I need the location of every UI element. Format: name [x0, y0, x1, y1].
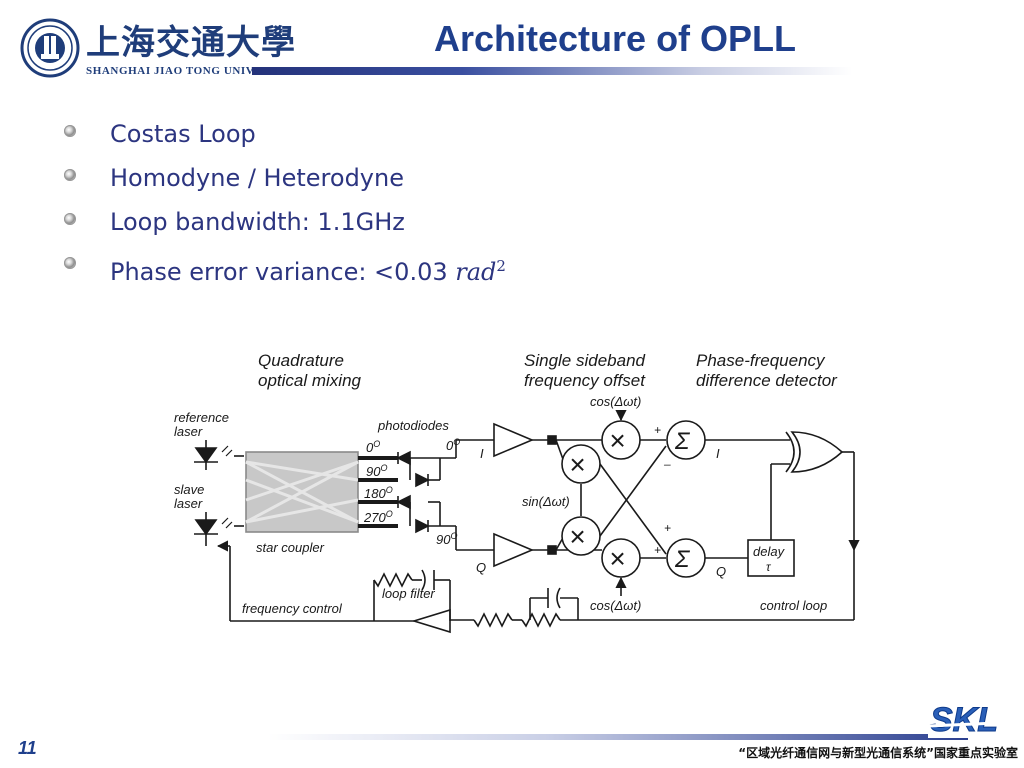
reference-laser-diode-icon [194, 440, 244, 470]
plus-sign: + [654, 543, 661, 557]
bullet-icon [64, 213, 76, 225]
university-logo: 上海交通大學 SHANGHAI JIAO TONG UNIVERSITY [20, 18, 298, 80]
bullet-item: Phase error variance: <0.03 rad2 [62, 250, 506, 294]
cos-label-bottom: cos(Δωt) [590, 598, 641, 613]
angle-0-label: 0O [366, 439, 380, 455]
plus-sign: + [654, 423, 661, 437]
bullet-icon [64, 257, 76, 269]
bullet-text-plain: Phase error variance: <0.03 [110, 258, 456, 286]
footer-bar [268, 734, 968, 740]
skl-logo: SKL [928, 700, 1020, 738]
bullet-item: Homodyne / Heterodyne [62, 162, 506, 206]
math-base: rad [455, 258, 497, 286]
svg-text:×: × [569, 449, 585, 480]
heading-quadrature: Quadrature [258, 351, 344, 370]
svg-text:Σ: Σ [674, 546, 691, 573]
math-unit: rad2 [455, 257, 506, 286]
loop-filter-amplifier-icon [411, 608, 451, 634]
resistor-icon [521, 612, 561, 628]
mixer-icon: × [561, 444, 601, 484]
reference-laser-label-2: laser [174, 424, 203, 439]
minus-sign: – [663, 457, 671, 471]
title-underline-bar [252, 67, 852, 75]
university-seal-icon [20, 18, 80, 78]
heading-difference-detector: difference detector [696, 371, 838, 390]
bullet-icon [64, 125, 76, 137]
svg-text:×: × [609, 425, 625, 456]
angle-90-label: 90O [366, 463, 387, 479]
heading-frequency-offset: frequency offset [524, 371, 646, 390]
plus-sign: + [664, 521, 671, 535]
tau-label: τ [766, 560, 772, 574]
summer-icon: Σ [666, 538, 706, 578]
amplifier-q-icon [493, 532, 535, 568]
university-name-cn: 上海交通大學 [86, 23, 296, 63]
star-coupler-label: star coupler [256, 540, 325, 555]
frequency-control-label: frequency control [242, 601, 343, 616]
sin-label: sin(Δωt) [522, 494, 570, 509]
angle-270-label: 270O [363, 509, 393, 525]
resistor-icon [373, 572, 413, 588]
loop-filter-label: loop filter [382, 586, 435, 601]
heading-optical-mixing: optical mixing [258, 371, 362, 390]
bullet-text: Phase error variance: <0.03 rad2 [110, 257, 506, 286]
output-angle-90-label: 90O [436, 531, 457, 547]
photodiodes-label: photodiodes [377, 418, 449, 433]
bullet-list: Costas Loop Homodyne / Heterodyne Loop b… [62, 118, 506, 294]
reference-laser-label-1: reference [174, 410, 229, 425]
bullet-item: Loop bandwidth: 1.1GHz [62, 206, 506, 250]
mixer-icon: × [561, 516, 601, 556]
university-name-en: SHANGHAI JIAO TONG UNIVERSITY [86, 65, 299, 77]
svg-text:Σ: Σ [674, 428, 691, 455]
svg-text:×: × [569, 521, 585, 552]
lab-name: “区域光纤通信网与新型光通信系统”国家重点实验室 [738, 746, 1018, 760]
amp-q-label: Q [476, 560, 486, 575]
bullet-text: Costas Loop [110, 120, 256, 148]
cos-label-top: cos(Δωt) [590, 394, 641, 409]
angle-180-label: 180O [364, 485, 393, 501]
control-loop-label: control loop [760, 598, 827, 613]
bullet-text: Homodyne / Heterodyne [110, 164, 404, 192]
slave-laser-label-1: slave [174, 482, 204, 497]
mixer-icon: × [601, 420, 641, 460]
amplifier-i-icon [493, 422, 535, 458]
output-q-label: Q [716, 564, 726, 579]
skl-logo-text: SKL [930, 701, 998, 738]
heading-phase-frequency: Phase-frequency [696, 351, 826, 370]
capacitor-icon [547, 587, 561, 609]
coupler-outputs [358, 456, 398, 528]
capacitor-icon [421, 569, 435, 591]
bullet-item: Costas Loop [62, 118, 506, 162]
bullet-text: Loop bandwidth: 1.1GHz [110, 208, 405, 236]
delay-label: delay [753, 544, 786, 559]
xor-gate-icon [790, 431, 844, 473]
output-i-label: I [716, 446, 720, 461]
photodiode-icons [396, 450, 456, 534]
amp-i-label: I [480, 446, 484, 461]
slave-laser-label-2: laser [174, 496, 203, 511]
bullet-icon [64, 169, 76, 181]
slave-laser-diode-icon [194, 512, 244, 546]
slide-title: Architecture of OPLL [434, 18, 797, 59]
summer-icon: Σ [666, 420, 706, 460]
mixer-icon: × [601, 538, 641, 578]
page-number: 11 [18, 738, 37, 758]
star-coupler [245, 451, 359, 533]
opll-architecture-diagram: Quadrature optical mixing Single sideban… [174, 351, 860, 634]
heading-single-sideband: Single sideband [524, 351, 646, 370]
svg-text:×: × [609, 543, 625, 574]
math-exponent: 2 [496, 257, 506, 275]
resistor-icon [473, 612, 513, 628]
